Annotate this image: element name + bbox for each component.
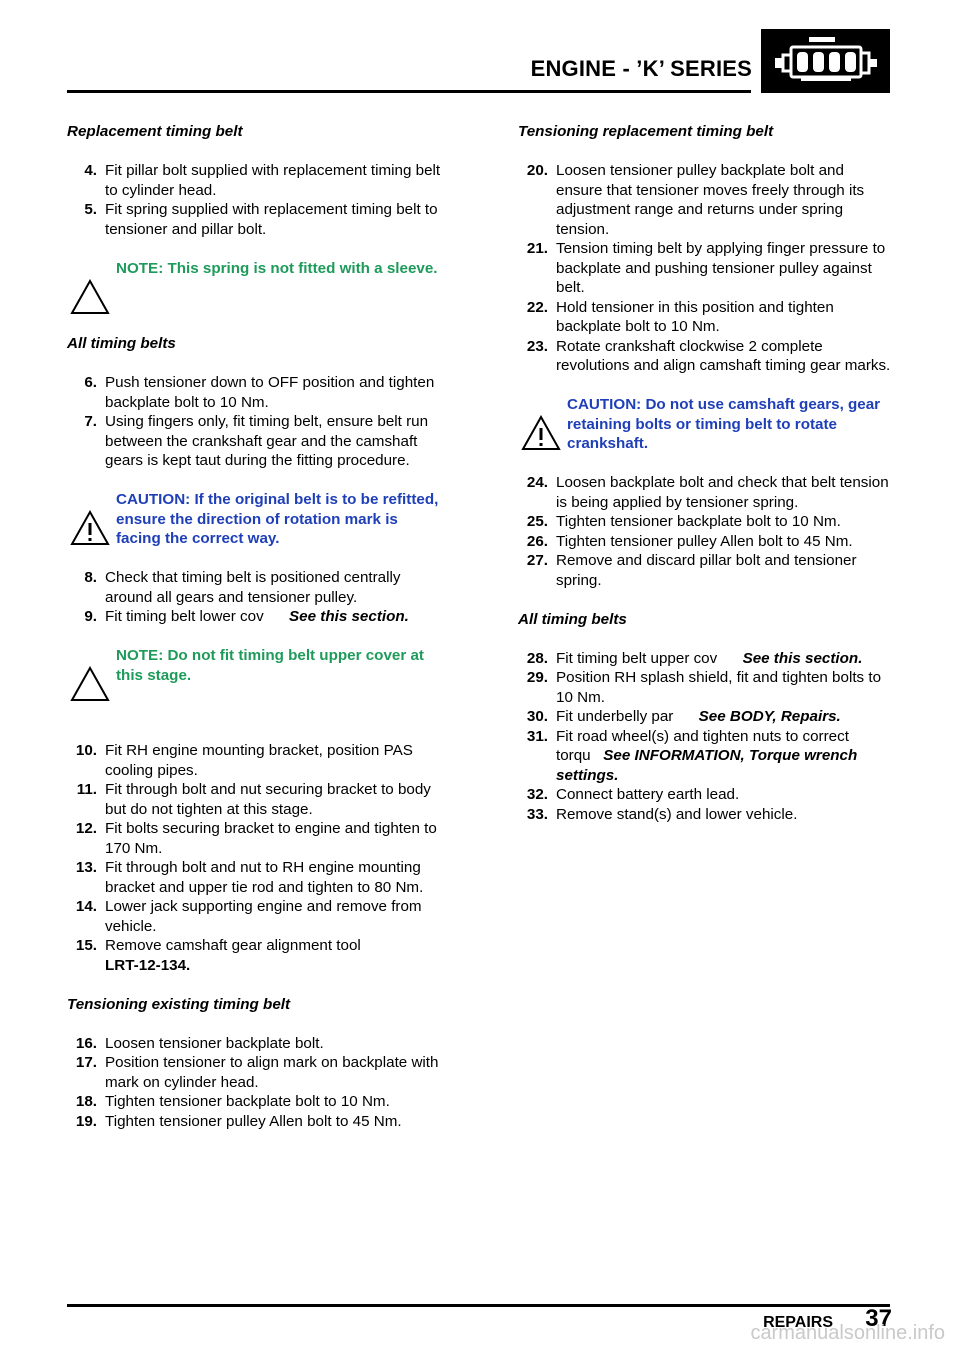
- step-item: 18. Tighten tensioner backplate bolt to …: [75, 1093, 390, 1110]
- section-heading: All timing belts: [518, 610, 627, 628]
- step-item: 32. Connect battery earth lead.: [526, 786, 740, 803]
- cross-reference: See INFORMATION, Torque wrench settings.: [556, 747, 858, 784]
- step-item: 17. Position tensioner to align mark on …: [75, 1054, 439, 1091]
- note-triangle-icon: [70, 666, 110, 701]
- section-heading: Replacement timing belt: [67, 123, 243, 140]
- step-item: 16. Loosen tensioner backplate bolt.: [75, 1034, 324, 1052]
- cross-reference: See this section.: [742, 649, 863, 667]
- note-text: NOTE: This spring is not fitted with a s…: [116, 259, 438, 277]
- step-item: 9. Fit timing belt lower cov See this se…: [84, 608, 409, 625]
- engine-icon: [761, 29, 890, 93]
- step-item: 27. Remove and discard pillar bolt and t…: [526, 552, 857, 589]
- step-item: 28. Fit timing belt upper cov See this s…: [526, 649, 863, 667]
- right-column: Tensioning replacement timing belt 20. L…: [518, 122, 898, 824]
- step-item: 10. Fit RH engine mounting bracket, posi…: [75, 742, 413, 779]
- step-item: 13. Fit through bolt and nut to RH engin…: [75, 859, 424, 896]
- caution-block: CAUTION: If the original belt is to be r…: [67, 490, 447, 549]
- step-item: 7. Using fingers only, fit timing belt, …: [84, 413, 429, 469]
- step-item: 30. Fit underbelly par See BODY, Repairs…: [526, 708, 841, 725]
- warning-triangle-icon: [70, 510, 110, 545]
- caution-block: CAUTION: Do not use camshaft gears, gear…: [518, 395, 898, 454]
- section-heading: Tensioning replacement timing belt: [518, 123, 774, 140]
- left-column: Replacement timing belt 4. Fit pillar bo…: [67, 122, 447, 1131]
- note-block: NOTE: Do not fit timing belt upper cover…: [67, 646, 447, 702]
- note-block: NOTE: This spring is not fitted with a s…: [67, 259, 447, 315]
- step-item: 19. Tighten tensioner pulley Allen bolt …: [75, 1112, 402, 1130]
- section-heading: Tensioning existing timing belt: [67, 995, 291, 1013]
- step-item: 21. Tension timing belt by applying fing…: [526, 240, 886, 296]
- step-item: 12. Fit bolts securing bracket to engine…: [75, 820, 437, 857]
- page-number: 37: [865, 1305, 892, 1332]
- step-item: 22. Hold tensioner in this position and …: [526, 298, 834, 336]
- watermark: carmanualsonline.info: [750, 1322, 945, 1344]
- note-triangle-icon: [70, 278, 110, 314]
- cross-reference: See this section.: [289, 608, 409, 625]
- footer-rule: [67, 1304, 890, 1307]
- step-item: 5. Fit spring supplied with replacement …: [84, 201, 438, 238]
- step-item: 14. Lower jack supporting engine and rem…: [75, 898, 422, 935]
- step-item: 11. Fit through bolt and nut securing br…: [76, 781, 431, 818]
- step-item: 25. Tighten tensioner backplate bolt to …: [526, 513, 841, 530]
- footer-section-label: REPAIRS: [763, 1314, 833, 1331]
- step-item: 24. Loosen backplate bolt and check that…: [526, 474, 889, 511]
- step-item: 6. Push tensioner down to OFF position a…: [84, 374, 435, 411]
- step-item: 31. Fit road wheel(s) and tighten nuts t…: [526, 727, 858, 784]
- step-item: 33. Remove stand(s) and lower vehicle.: [526, 805, 798, 823]
- cross-reference: See BODY, Repairs.: [698, 708, 841, 725]
- tool-number: LRT-12-134.: [105, 956, 191, 974]
- page-title: ENGINE - ’K’ SERIES: [530, 56, 752, 81]
- section-heading: All timing belts: [67, 335, 176, 352]
- caution-text: CAUTION: If the original belt is to be r…: [116, 491, 439, 547]
- note-text: NOTE: Do not fit timing belt upper cover…: [116, 647, 424, 684]
- caution-text: CAUTION: Do not use camshaft gears, gear…: [567, 396, 881, 452]
- warning-triangle-icon: [521, 415, 561, 450]
- step-item: 20. Loosen tensioner pulley backplate bo…: [526, 162, 865, 238]
- step-item: 26. Tighten tensioner pulley Allen bolt …: [526, 532, 853, 550]
- step-item: 29. Position RH splash shield, fit and t…: [526, 669, 882, 706]
- step-item: 23. Rotate crankshaft clockwise 2 comple…: [526, 337, 891, 375]
- header-rule: [67, 90, 751, 93]
- step-item: 8. Check that timing belt is positioned …: [84, 569, 401, 606]
- step-item: 4. Fit pillar bolt supplied with replace…: [84, 162, 441, 199]
